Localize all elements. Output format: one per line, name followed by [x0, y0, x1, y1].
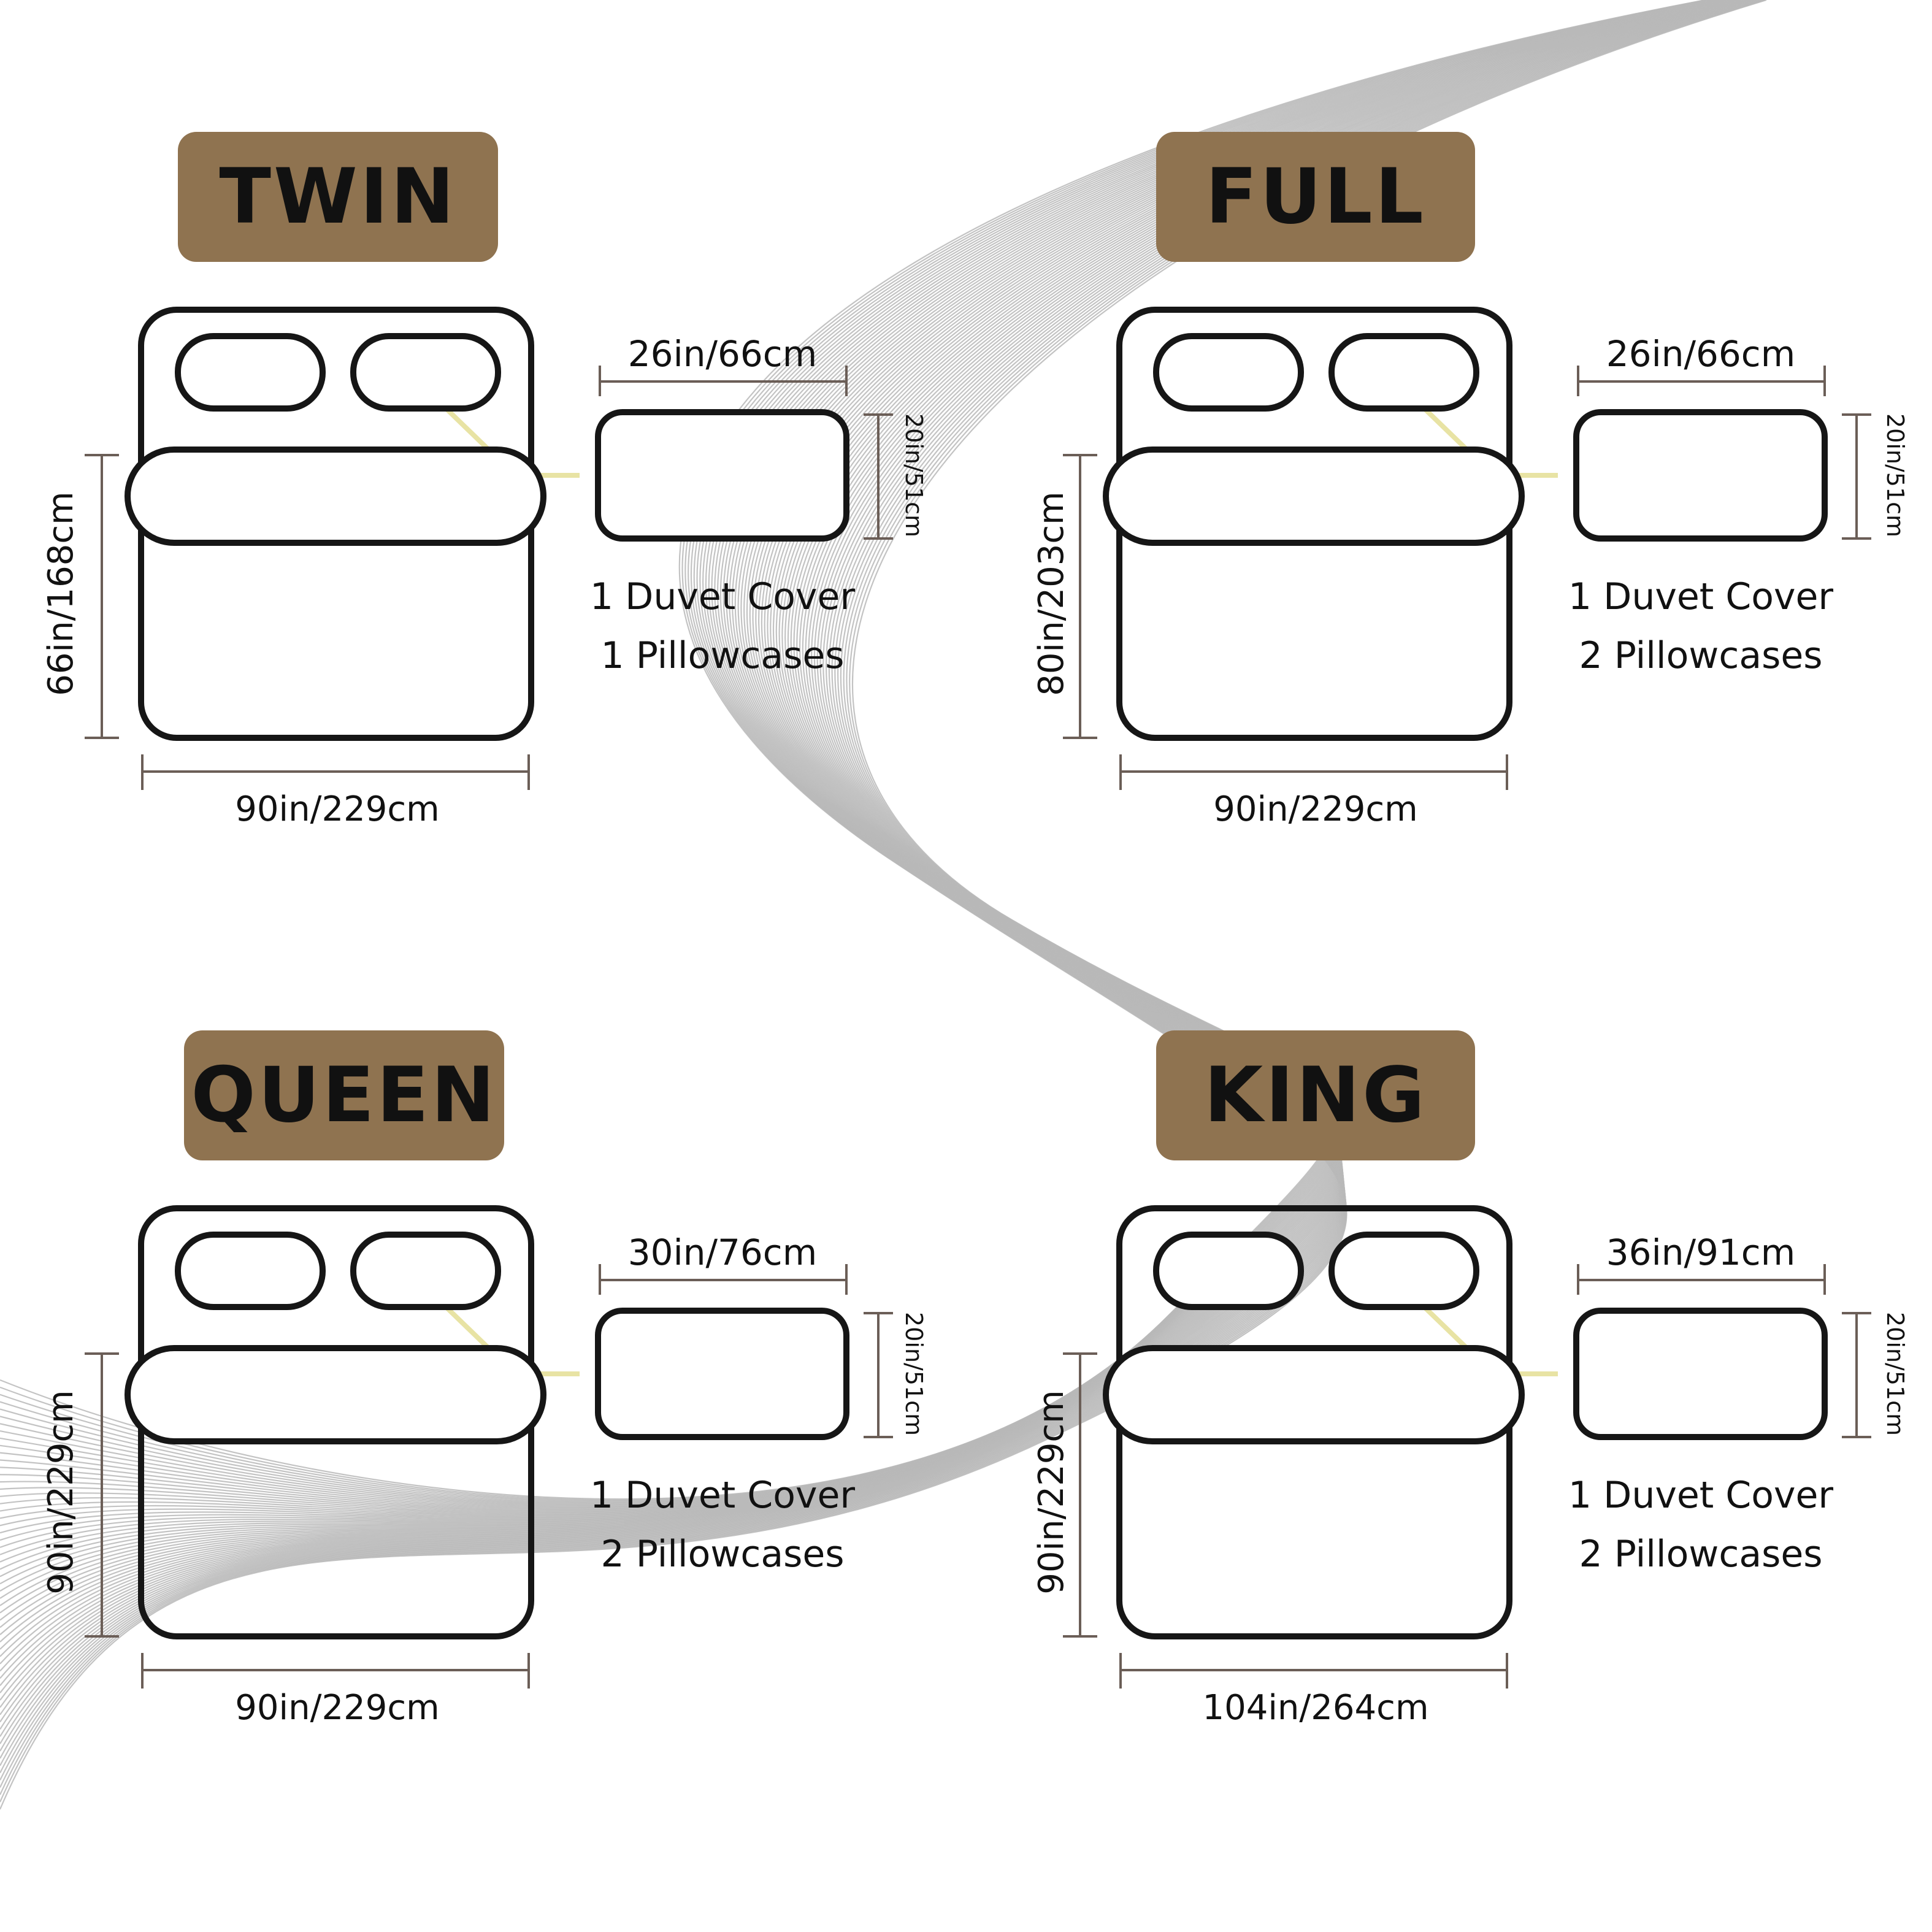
duvet-count-king: 1 Duvet Cover [1568, 1474, 1834, 1517]
pillowcase-outline [1573, 409, 1828, 542]
duvet-count-queen: 1 Duvet Cover [589, 1474, 856, 1517]
bed-pillow-left [1153, 333, 1304, 412]
bed-width-label-full: 90in/229cm [1213, 789, 1418, 829]
set-contents-queen: 1 Duvet Cover 2 Pillowcases [588, 1466, 857, 1584]
pillowcase-count-full: 2 Pillowcases [1579, 634, 1823, 677]
pillowcase-outline [1573, 1308, 1828, 1440]
bed-pillow-left [175, 1232, 326, 1310]
pillowcase-count-twin: 1 Pillowcases [600, 634, 845, 677]
size-panel-twin: TWIN 90in/229cm 66in/168cm 26in/66cm 20i… [0, 0, 966, 902]
size-name-queen: QUEEN [191, 1051, 497, 1140]
set-contents-king: 1 Duvet Cover 2 Pillowcases [1566, 1466, 1836, 1584]
pillow-width-label-twin: 26in/66cm [627, 333, 818, 375]
bed-pillow-right [1328, 333, 1479, 412]
bed-length-label-king: 90in/229cm [1032, 1390, 1071, 1595]
bed-pillow-left [175, 333, 326, 412]
size-badge-full: FULL [1156, 132, 1475, 262]
bed-pillow-right [350, 1232, 501, 1310]
pillow-width-label-full: 26in/66cm [1606, 333, 1796, 375]
size-name-full: FULL [1205, 153, 1426, 241]
bed-diagram-king [1063, 1205, 1871, 1689]
size-panel-king: KING 104in/264cm 90in/229cm 36in/91cm 20… [966, 899, 1932, 1800]
bed-length-label-twin: 66in/168cm [41, 491, 81, 696]
pillow-height-label-full: 20in/51cm [1882, 413, 1909, 538]
bed-pillow-left [1153, 1232, 1304, 1310]
bed-width-label-twin: 90in/229cm [235, 789, 440, 829]
duvet-fold [1103, 1345, 1525, 1444]
size-name-twin: TWIN [219, 153, 457, 241]
set-contents-full: 1 Duvet Cover 2 Pillowcases [1566, 567, 1836, 685]
pillow-height-label-king: 20in/51cm [1882, 1311, 1909, 1436]
pillowcase-count-queen: 2 Pillowcases [600, 1533, 845, 1576]
duvet-fold [125, 1345, 546, 1444]
set-contents-twin: 1 Duvet Cover 1 Pillowcases [588, 567, 857, 685]
bed-diagram-full [1063, 307, 1871, 790]
size-panel-queen: QUEEN 90in/229cm 90in/229cm 30in/76cm 20… [0, 899, 966, 1800]
pillowcase-outline [595, 1308, 849, 1440]
pillow-width-label-king: 36in/91cm [1606, 1232, 1796, 1273]
size-badge-king: KING [1156, 1030, 1475, 1160]
bed-width-label-king: 104in/264cm [1202, 1688, 1429, 1728]
pillow-width-label-queen: 30in/76cm [627, 1232, 818, 1273]
size-badge-queen: QUEEN [184, 1030, 504, 1160]
duvet-count-twin: 1 Duvet Cover [589, 575, 856, 618]
bed-length-label-full: 80in/203cm [1032, 491, 1071, 696]
pillowcase-count-king: 2 Pillowcases [1579, 1533, 1823, 1576]
size-badge-twin: TWIN [178, 132, 498, 262]
pillow-height-label-queen: 20in/51cm [900, 1311, 927, 1436]
bed-pillow-right [350, 333, 501, 412]
bed-pillow-right [1328, 1232, 1479, 1310]
bed-width-label-queen: 90in/229cm [235, 1688, 440, 1728]
size-panel-full: FULL 90in/229cm 80in/203cm 26in/66cm 20i… [966, 0, 1932, 902]
duvet-fold [1103, 447, 1525, 546]
bed-length-label-queen: 90in/229cm [41, 1390, 81, 1595]
pillow-height-label-twin: 20in/51cm [900, 413, 927, 538]
bed-diagram-twin [85, 307, 893, 790]
duvet-count-full: 1 Duvet Cover [1568, 575, 1834, 618]
duvet-fold [125, 447, 546, 546]
size-name-king: KING [1204, 1051, 1427, 1140]
bed-diagram-queen [85, 1205, 893, 1689]
pillowcase-outline [595, 409, 849, 542]
